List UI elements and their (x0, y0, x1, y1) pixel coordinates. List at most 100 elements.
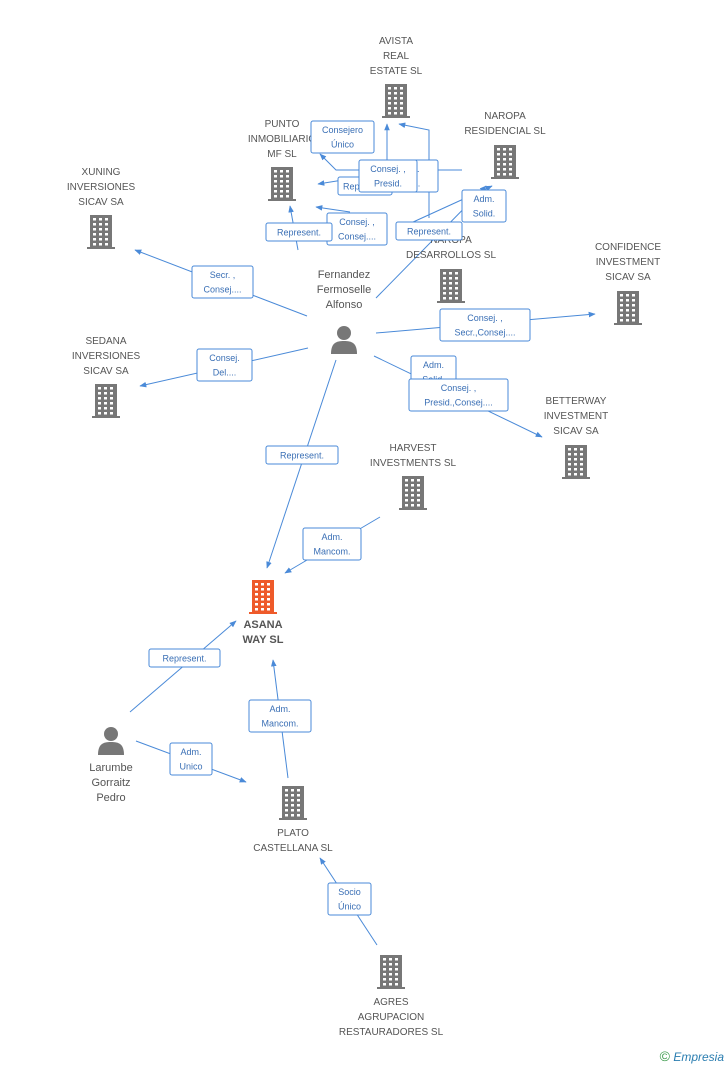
relation-text: Presid.,Consej.... (424, 398, 493, 408)
node-label: INVESTMENTS SL (370, 458, 457, 469)
relation-text: Consejero (322, 125, 363, 135)
relation-label-r15[interactable]: Adm. Mancom. (302, 527, 362, 561)
company-node-asana[interactable]: ASANA WAY SL (243, 580, 284, 646)
relation-text: Presid. (374, 179, 402, 189)
relation-text: Represent. (277, 228, 321, 238)
relation-label-r5[interactable]: Consej. , Consej.... (326, 212, 388, 246)
node-label: SEDANA (85, 336, 126, 347)
building-icon (491, 145, 519, 179)
relation-label-r7[interactable]: Adm.Solid. (461, 189, 507, 223)
node-label: REAL (383, 51, 410, 62)
company-node-naropa_des[interactable]: NAROPADESARROLLOS SL (406, 235, 496, 303)
relation-text: Consej. , (467, 313, 503, 323)
node-label: INMOBILIARIO (248, 134, 317, 145)
company-node-xuning[interactable]: XUNING INVERSIONES SICAV SA (67, 167, 136, 249)
relation-label-r9[interactable]: Secr. , Consej.... (191, 265, 254, 299)
relation-label-r14[interactable]: Represent. (265, 445, 339, 465)
relation-text: Consej. (209, 353, 240, 363)
relation-text: Secr. , (210, 270, 236, 280)
relation-text: Adm. (269, 704, 290, 714)
building-icon (562, 445, 590, 479)
edges-layer (129, 122, 596, 946)
building-icon (399, 476, 427, 510)
node-label: WAY SL (243, 634, 284, 646)
relation-label-r8[interactable]: Represent. (395, 221, 463, 241)
relation-text: Consej.... (338, 232, 376, 242)
relation-label-r10[interactable]: Consej. , Secr.,Consej.... (439, 308, 531, 342)
node-label: XUNING (82, 167, 121, 178)
node-label: SICAV SA (78, 197, 124, 208)
node-label: AGRUPACION (358, 1012, 425, 1023)
node-label: BETTERWAY (546, 396, 607, 407)
relation-text: Mancom. (313, 547, 350, 557)
relation-text: Consej. , (339, 217, 375, 227)
person-icon (98, 727, 124, 755)
company-node-naropa_res[interactable]: NAROPA RESIDENCIAL SL (464, 111, 546, 179)
relation-text: Adm. (473, 194, 494, 204)
company-node-punto[interactable]: PUNTO INMOBILIARIO MF SL (248, 119, 317, 201)
relation-label-r4[interactable]: Consej. , Presid. (358, 159, 418, 193)
copyright-icon: © (659, 1048, 670, 1064)
node-label: CASTELLANA SL (253, 843, 333, 854)
building-icon (87, 215, 115, 249)
building-icon (279, 786, 307, 820)
relation-text: Adm. (180, 747, 201, 757)
node-label: PUNTO (265, 119, 300, 130)
company-node-agres[interactable]: AGRES AGRUPACION RESTAURADORES SL (339, 955, 444, 1038)
node-label: ESTATE SL (370, 66, 423, 77)
company-node-plato[interactable]: PLATO CASTELLANA SL (253, 786, 333, 854)
relation-text: Mancom. (261, 719, 298, 729)
relation-text: Adm. (423, 360, 444, 370)
node-label: RESTAURADORES SL (339, 1027, 444, 1038)
node-label: RESIDENCIAL SL (464, 126, 546, 137)
building-icon (382, 84, 410, 118)
relation-label-r11[interactable]: Consej. Del.... (196, 348, 253, 382)
building-icon (614, 291, 642, 325)
relation-label-r6[interactable]: Represent. (265, 222, 333, 242)
relation-text: Consej. , (370, 164, 406, 174)
relation-arrow (315, 205, 351, 213)
node-label: Alfonso (326, 299, 363, 311)
relation-text: Único (338, 902, 361, 912)
relation-text: Represent. (407, 227, 451, 237)
node-label: Pedro (96, 792, 125, 804)
relation-text: Único (331, 140, 354, 150)
relation-text: Secr.,Consej.... (454, 328, 515, 338)
relation-text: Represent. (162, 654, 206, 664)
node-label: HARVEST (389, 443, 436, 454)
node-label: SICAV SA (83, 366, 129, 377)
company-node-harvest[interactable]: HARVEST INVESTMENTS SL (370, 443, 457, 510)
node-label: ASANA (243, 619, 282, 631)
relation-text: Adm. (321, 532, 342, 542)
relation-label-r13[interactable]: Consej. ,Presid.,Consej.... (408, 378, 509, 412)
building-icon (437, 269, 465, 303)
node-label: MF SL (267, 149, 297, 160)
node-label: INVESTMENT (544, 411, 608, 422)
relation-text: Del.... (213, 368, 237, 378)
footer-brand[interactable]: © Empresia (660, 1048, 724, 1064)
node-label: DESARROLLOS SL (406, 250, 496, 261)
node-label: INVERSIONES (67, 182, 136, 193)
relation-label-r18[interactable]: Adm. Unico (169, 742, 213, 776)
node-label: PLATO (277, 828, 309, 839)
node-label: NAROPA (484, 111, 526, 122)
node-label: Larumbe (89, 762, 132, 774)
person-icon (331, 326, 357, 354)
relation-label-r17[interactable]: Adm. Mancom. (248, 699, 312, 733)
node-label: CONFIDENCE (595, 242, 661, 253)
relation-text: Consej.... (203, 285, 241, 295)
relation-label-r16[interactable]: Represent. (148, 648, 221, 668)
node-label: Fermoselle (317, 284, 371, 296)
node-label: AGRES (373, 997, 408, 1008)
relation-text: Unico (179, 762, 202, 772)
relations-layer: ConsejeroÚnicoAdm.Solid.Represent.Consej… (148, 120, 531, 916)
